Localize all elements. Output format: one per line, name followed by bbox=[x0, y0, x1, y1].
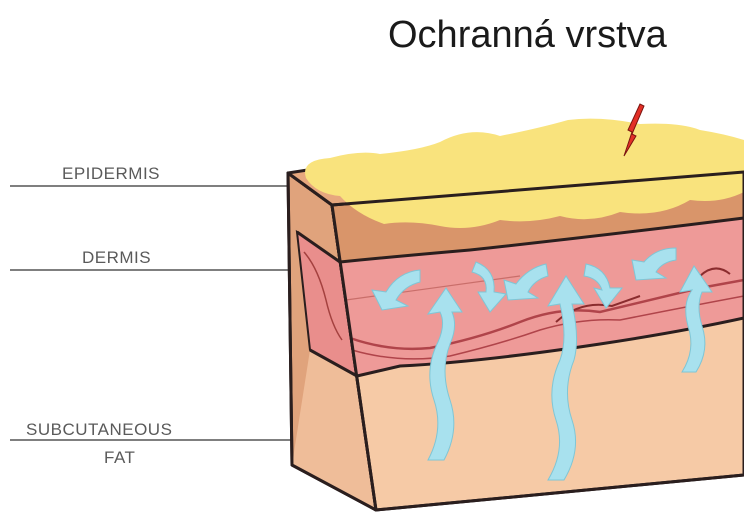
epidermis-label: EPIDERMIS bbox=[62, 164, 160, 184]
fat-label: FAT bbox=[104, 448, 135, 468]
subcutaneous-label: SUBCUTANEOUS bbox=[26, 420, 172, 440]
dermis-label: DERMIS bbox=[82, 248, 151, 268]
protective-layer-title: Ochranná vrstva bbox=[388, 14, 667, 57]
